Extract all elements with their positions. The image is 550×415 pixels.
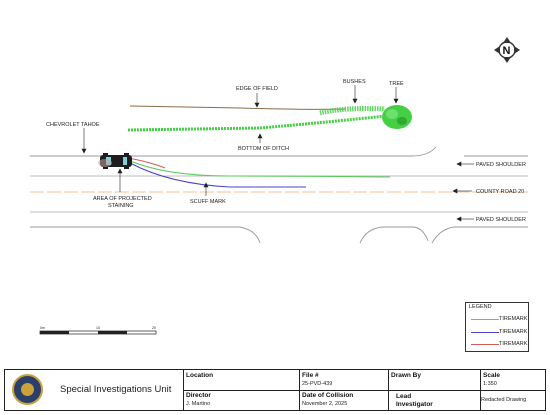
driveway-edge	[359, 226, 429, 244]
staining-area	[98, 159, 112, 167]
title-block-divider	[183, 390, 545, 391]
scale-bar: 0m 10 20	[39, 326, 157, 335]
tree-label: TREE	[389, 81, 404, 87]
scale-bar-tick-2: 20	[152, 326, 156, 330]
legend-label-2: TIREMARK	[499, 329, 528, 335]
bottom-of-ditch-label: BOTTOM OF DITCH	[238, 146, 289, 152]
bushes	[319, 106, 386, 116]
location-cell	[183, 370, 184, 410]
legend-swatch-blue	[471, 332, 499, 333]
road-edge-bottom-right	[431, 226, 528, 244]
road-edge-bottom	[30, 226, 261, 244]
unit-name: Special Investigations Unit	[60, 384, 172, 395]
road-edge-top	[30, 146, 437, 157]
scale-bar-tick-1: 10	[96, 326, 100, 330]
date-of-collision-value: November 2, 2025	[302, 401, 348, 407]
file-value: 25-PVD-439	[302, 381, 333, 387]
date-of-collision-header: Date of Collision	[302, 392, 354, 399]
area-of-staining-label-line1: AREA OF PROJECTED	[93, 196, 152, 202]
location-header: Location	[186, 372, 214, 379]
legend-label-1: TIREMARK	[499, 316, 528, 322]
chevrolet-tahoe-label: CHEVROLET TAHOE	[46, 122, 100, 128]
edge-of-field-line	[129, 105, 346, 110]
north-arrow-icon: N	[494, 37, 520, 63]
legend-swatch-green	[471, 319, 499, 320]
drawn-by-cell	[388, 370, 389, 410]
scale-bar-tick-0: 0m	[40, 326, 45, 330]
legend-label-3: TIREMARK	[499, 341, 528, 347]
legend-title: LEGEND	[469, 304, 492, 310]
agency-seal-icon	[12, 374, 43, 405]
scale-cell	[480, 370, 481, 410]
lead-investigator-header-line2: Investigator	[396, 401, 433, 408]
bottom-of-ditch-line	[127, 114, 386, 132]
scale-value: 1:350	[483, 381, 497, 387]
director-header: Director	[186, 392, 211, 399]
tiremark-blue	[129, 162, 306, 188]
legend-swatch-red	[471, 344, 499, 345]
lead-investigator-header-line1: Lead	[396, 393, 412, 400]
scuff-mark-label: SCUFF MARK	[190, 199, 226, 205]
area-of-staining-label-line2: STAINING	[108, 203, 134, 209]
lead-investigator-value: Redacted Drawing	[481, 397, 527, 403]
paved-shoulder-bottom-label: PAVED SHOULDER	[476, 217, 526, 223]
north-label: N	[503, 45, 511, 57]
paved-shoulder-top-label: PAVED SHOULDER	[476, 162, 526, 168]
file-cell	[299, 370, 300, 410]
scale-header: Scale	[483, 372, 500, 379]
bushes-label: BUSHES	[343, 79, 366, 85]
legend: LEGEND TIREMARK TIREMARK TIREMARK	[465, 302, 529, 352]
tree	[382, 105, 412, 129]
file-header: File #	[302, 372, 319, 379]
title-block	[4, 369, 546, 411]
drawn-by-header: Drawn By	[391, 372, 421, 379]
director-value: J. Martino	[186, 401, 211, 407]
county-road-label: COUNTY ROAD 20	[476, 189, 524, 195]
edge-of-field-label: EDGE OF FIELD	[236, 86, 278, 92]
tiremark-green	[127, 159, 391, 178]
